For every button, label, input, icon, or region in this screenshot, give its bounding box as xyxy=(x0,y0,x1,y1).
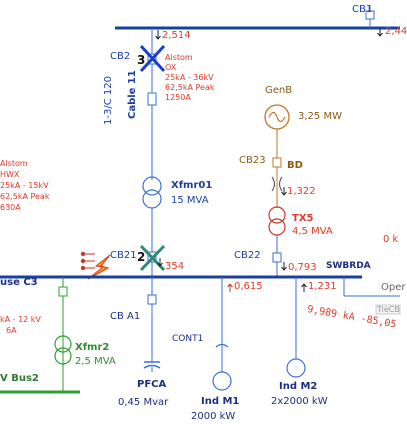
cb2-rating-voltage: 25kA - 36kV xyxy=(165,73,214,82)
bus-c3-label: use C3 xyxy=(0,277,38,288)
pfca-capacitor-icon[interactable] xyxy=(143,361,161,372)
cb21-current: 354 xyxy=(165,261,185,272)
indm2-motor[interactable] xyxy=(286,358,306,378)
indm1-rating: 2000 kW xyxy=(191,411,236,422)
tiecb-label: TieCB xyxy=(377,305,400,314)
cb21-fault-badge: 2 xyxy=(137,250,146,264)
xfmr2-breaker[interactable] xyxy=(58,286,68,297)
cb2-rating-current: 1250A xyxy=(165,93,191,102)
genb-wave-icon xyxy=(268,111,286,123)
feeder-current: 0,615 xyxy=(234,281,263,292)
cont1-contactor-icon[interactable] xyxy=(215,343,229,348)
cb1-current: 2,44 xyxy=(385,26,407,37)
cont1-label: CONT1 xyxy=(172,334,204,344)
tx5-label: TX5 xyxy=(292,213,314,224)
cb2-fault-mark-b xyxy=(139,44,166,73)
left-device-rating-current: 630A xyxy=(0,203,21,212)
swbrda-current-arrow xyxy=(301,283,307,292)
xfmr01-winding-bottom[interactable] xyxy=(142,189,162,209)
xfmr01-winding-top[interactable] xyxy=(142,176,162,196)
left-device-vendor: Alstom xyxy=(0,159,28,168)
cb2-model: OX xyxy=(165,63,177,72)
protective-relay-icon[interactable] xyxy=(80,251,95,271)
cb23-coupling-icon xyxy=(271,176,283,192)
cable-label: 1-3/C 120 xyxy=(103,76,114,125)
genb-label: GenB xyxy=(265,85,293,96)
cb22-label: CB22 xyxy=(234,250,261,261)
left-device-rating-voltage: 25kA - 15kV xyxy=(0,181,49,190)
xfmr01-rating: 15 MVA xyxy=(171,195,209,206)
pfca-rating: 0,45 Mvar xyxy=(118,397,169,408)
pfca-label: PFCA xyxy=(137,379,167,390)
xfmr01-label: Xfmr01 xyxy=(171,180,213,191)
swbrda-current: 1,231 xyxy=(308,281,337,292)
xfmr2-winding-bottom[interactable] xyxy=(54,347,72,365)
lightning-icon xyxy=(87,254,111,280)
indm1-motor[interactable] xyxy=(212,371,232,391)
xfmr2-winding-top[interactable] xyxy=(54,335,72,353)
tx5-winding-top[interactable] xyxy=(268,206,286,224)
cb21-label: CB21 xyxy=(110,250,137,261)
xfmr2-rating: 2,5 MVA xyxy=(75,356,116,367)
tx5-winding-bottom[interactable] xyxy=(268,218,286,236)
cb2-current-arrow xyxy=(155,30,161,40)
bus2-label: V Bus2 xyxy=(0,373,39,384)
cb1-label: CB1 xyxy=(352,4,373,15)
cb22-current: 0,793 xyxy=(288,262,317,273)
cb21-fault-mark-b xyxy=(139,244,166,272)
cb23-current-arrow xyxy=(281,187,287,196)
cba1-breaker[interactable] xyxy=(147,294,157,305)
cb1-current-arrow xyxy=(377,29,383,37)
cb2-rating-peak: 62,5kA Peak xyxy=(165,83,215,92)
indm1-label: Ind M1 xyxy=(201,396,240,407)
cb23-label: CB23 xyxy=(239,155,266,166)
cb23-current: 1,322 xyxy=(287,186,316,197)
left-device-rating-peak: 62,5kA Peak xyxy=(0,192,50,201)
cb22-breaker[interactable] xyxy=(272,252,282,263)
left-rating-line1: kA - 12 kV xyxy=(0,315,41,324)
cb2-vendor: Alstom xyxy=(165,53,193,62)
cba1-label: CB A1 xyxy=(110,311,141,322)
genb-rating: 3,25 MW xyxy=(298,111,342,122)
cb22-current-arrow xyxy=(281,262,287,271)
indm2-label: Ind M2 xyxy=(279,381,318,392)
feeder-current-arrow xyxy=(227,283,233,292)
cb1-breaker[interactable] xyxy=(365,10,375,20)
cb2-label: CB2 xyxy=(110,51,131,62)
cable-name: Cable 11 xyxy=(127,70,138,119)
indm2-rating: 2x2000 kW xyxy=(271,396,328,407)
cb23-breaker[interactable] xyxy=(272,157,282,168)
cable-11-fuse[interactable] xyxy=(147,92,157,106)
left-rating-line2: 6A xyxy=(6,326,17,335)
cb2-current: 2,514 xyxy=(162,30,191,41)
tiecb-breaker[interactable] xyxy=(375,304,401,315)
cb21-current-arrow xyxy=(157,258,163,267)
xfmr2-label: Xfmr2 xyxy=(75,342,110,353)
left-device-model: HWX xyxy=(0,170,20,179)
cb23-tag: BD xyxy=(287,160,303,171)
tx5-rating: 4,5 MVA xyxy=(292,226,333,237)
open-tag: Oper xyxy=(381,282,406,293)
cb2-fault-badge: 3 xyxy=(137,53,146,67)
right-fault-value: 0 k xyxy=(383,234,399,245)
swbrda-label: SWBRDA xyxy=(326,261,371,271)
